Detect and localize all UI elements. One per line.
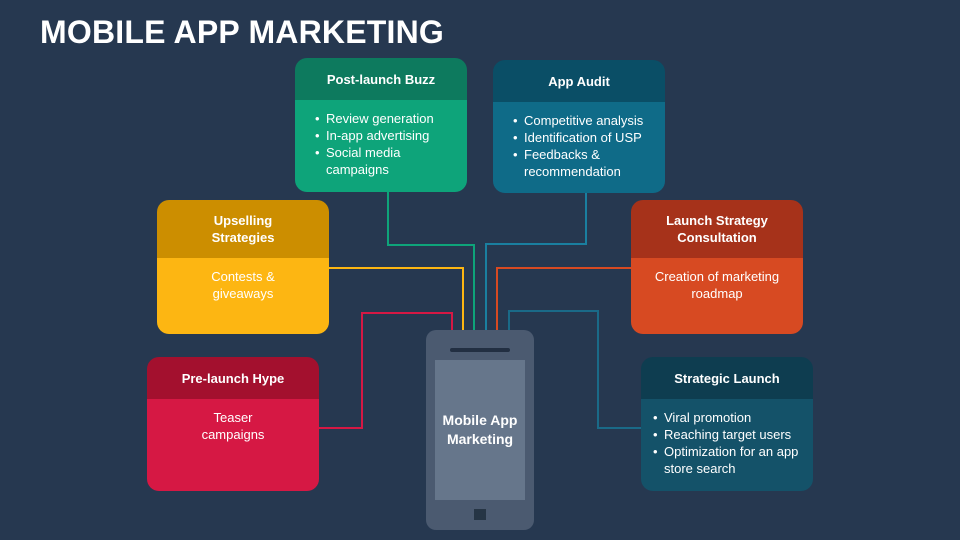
card-title: Upselling Strategies <box>211 213 275 245</box>
connector-launch-strategy <box>496 267 632 330</box>
card-header: Upselling Strategies <box>157 200 329 258</box>
connector-post-launch <box>387 192 475 330</box>
connector-app-audit <box>485 192 587 330</box>
card-text: Creation of marketing roadmap <box>654 269 780 301</box>
phone-speaker <box>450 348 510 352</box>
card-body: Review generation In-app advertising Soc… <box>295 100 467 192</box>
card-header: App Audit <box>493 60 665 102</box>
card-body: Competitive analysis Identification of U… <box>493 102 665 193</box>
card-title: App Audit <box>548 73 610 89</box>
phone-illustration: Mobile App Marketing <box>426 330 534 530</box>
card-launch-strategy: Launch Strategy Consultation Creation of… <box>631 200 803 334</box>
list-item: In-app advertising <box>315 127 457 144</box>
list-item: Feedbacks & recommendation <box>513 146 655 180</box>
bullet-list: Review generation In-app advertising Soc… <box>295 100 467 178</box>
bullet-list: Viral promotion Reaching target users Op… <box>641 399 813 477</box>
phone-label: Mobile App Marketing <box>442 412 518 447</box>
card-header: Pre-launch Hype <box>147 357 319 399</box>
list-item: Review generation <box>315 110 457 127</box>
card-text: Teaser campaigns <box>201 410 265 442</box>
card-body: Creation of marketing roadmap <box>631 258 803 334</box>
list-item: Optimization for an app store search <box>653 443 809 477</box>
list-item: Identification of USP <box>513 129 655 146</box>
list-item: Viral promotion <box>653 409 809 426</box>
card-title: Launch Strategy Consultation <box>666 213 768 245</box>
card-body: Teaser campaigns <box>147 399 319 491</box>
card-pre-launch-hype: Pre-launch Hype Teaser campaigns <box>147 357 319 491</box>
card-text: Contests & giveaways <box>211 269 275 301</box>
connector-strategic-launch <box>508 310 642 429</box>
list-item: Social media campaigns <box>315 144 457 178</box>
phone-screen: Mobile App Marketing <box>435 360 525 500</box>
card-title: Strategic Launch <box>674 370 780 386</box>
card-header: Launch Strategy Consultation <box>631 200 803 258</box>
home-button-icon <box>474 509 486 520</box>
list-item: Competitive analysis <box>513 112 655 129</box>
card-upselling-strategies: Upselling Strategies Contests & giveaway… <box>157 200 329 334</box>
bullet-list: Competitive analysis Identification of U… <box>493 102 665 180</box>
connector-upselling <box>328 267 464 330</box>
card-title: Pre-launch Hype <box>181 370 285 386</box>
card-header: Strategic Launch <box>641 357 813 399</box>
card-body: Contests & giveaways <box>157 258 329 334</box>
page-title: MOBILE APP MARKETING <box>40 14 445 50</box>
connector-pre-launch <box>318 312 453 429</box>
card-app-audit: App Audit Competitive analysis Identific… <box>493 60 665 193</box>
list-item: Reaching target users <box>653 426 809 443</box>
card-header: Post-launch Buzz <box>295 58 467 100</box>
card-title: Post-launch Buzz <box>326 71 436 87</box>
card-body: Viral promotion Reaching target users Op… <box>641 399 813 491</box>
card-post-launch-buzz: Post-launch Buzz Review generation In-ap… <box>295 58 467 192</box>
card-strategic-launch: Strategic Launch Viral promotion Reachin… <box>641 357 813 491</box>
